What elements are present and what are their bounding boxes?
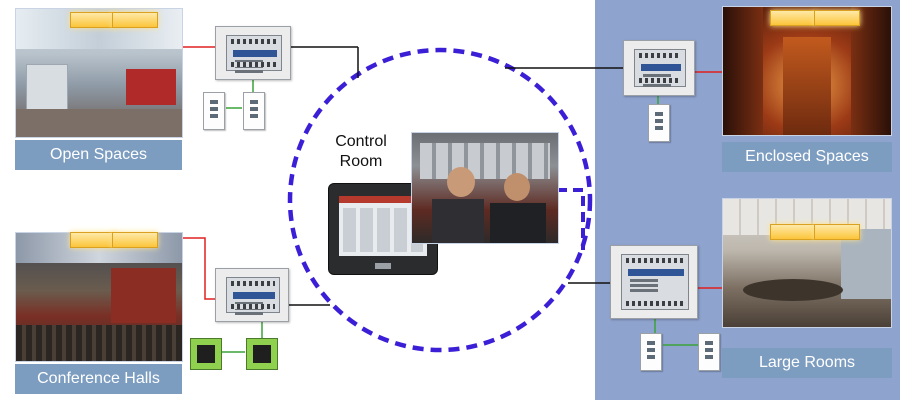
enclosed-spaces-label: Enclosed Spaces <box>745 148 869 165</box>
conference-halls-caption: Conference Halls <box>15 364 182 394</box>
enclosed-light-2 <box>814 10 860 26</box>
large-rooms-keypad-1 <box>640 333 662 371</box>
control-room-operators-photo <box>411 132 559 244</box>
open-spaces-keypad-2 <box>243 92 265 130</box>
control-room-title: Control Room <box>322 132 400 172</box>
open-spaces-keypad-1 <box>203 92 225 130</box>
control-room-line2: Room <box>339 153 383 170</box>
large-rooms-keypad-2 <box>698 333 720 371</box>
large-rooms-light-1 <box>770 224 816 240</box>
large-rooms-light-2 <box>814 224 860 240</box>
enclosed-controller <box>623 40 695 96</box>
conference-light-1 <box>70 232 116 248</box>
enclosed-light-1 <box>770 10 816 26</box>
conference-switch-2 <box>246 338 278 370</box>
conference-halls-photo <box>15 232 183 362</box>
enclosed-keypad <box>648 104 670 142</box>
conference-halls-label: Conference Halls <box>37 370 160 387</box>
open-spaces-photo <box>15 8 183 138</box>
open-spaces-light-1 <box>70 12 116 28</box>
open-spaces-light-2 <box>112 12 158 28</box>
large-rooms-controller <box>610 245 698 319</box>
conference-controller <box>215 268 289 322</box>
control-room-line1: Control <box>335 133 387 150</box>
open-spaces-caption: Open Spaces <box>15 140 182 170</box>
control-ring <box>287 47 593 353</box>
enclosed-spaces-photo <box>722 6 892 136</box>
large-rooms-caption: Large Rooms <box>722 348 892 378</box>
large-rooms-photo <box>722 198 892 328</box>
large-rooms-label: Large Rooms <box>758 354 856 371</box>
open-spaces-controller <box>215 26 291 80</box>
bus-large-rooms <box>654 318 700 346</box>
enclosed-spaces-caption: Enclosed Spaces <box>722 142 892 172</box>
open-spaces-label: Open Spaces <box>50 146 147 163</box>
conference-switch-1 <box>190 338 222 370</box>
conference-light-2 <box>112 232 158 248</box>
